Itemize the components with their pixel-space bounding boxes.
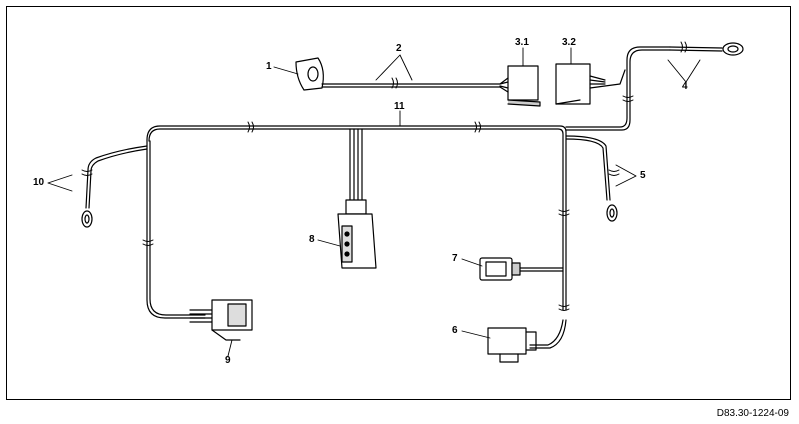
connector-7 bbox=[479, 257, 564, 281]
label-5: 5 bbox=[640, 170, 646, 181]
label-6: 6 bbox=[452, 325, 458, 336]
main-harness-trunk bbox=[146, 46, 671, 319]
label-9: 9 bbox=[225, 355, 231, 366]
connector-8 bbox=[337, 128, 377, 269]
connector-6 bbox=[487, 319, 567, 363]
label-1: 1 bbox=[266, 61, 272, 72]
label-8: 8 bbox=[309, 234, 315, 245]
ring-terminal-4 bbox=[669, 42, 744, 56]
ground-lead-5 bbox=[565, 135, 618, 222]
ground-lead-10 bbox=[81, 145, 148, 228]
label-2: 2 bbox=[396, 43, 402, 54]
label-4: 4 bbox=[682, 81, 688, 92]
component-1-switch bbox=[295, 57, 501, 91]
component-3-1-connector bbox=[499, 65, 541, 107]
label-3-2: 3.2 bbox=[562, 37, 576, 48]
wire-break-marks bbox=[81, 41, 687, 311]
component-3-2-connector bbox=[555, 63, 626, 105]
label-11: 11 bbox=[394, 101, 405, 112]
drawing-reference: D83.30-1224-09 bbox=[716, 408, 789, 419]
connector-9 bbox=[189, 299, 253, 341]
label-3-1: 3.1 bbox=[515, 37, 529, 48]
leader-lines bbox=[47, 47, 701, 357]
diagram-frame bbox=[6, 6, 791, 400]
label-10: 10 bbox=[33, 177, 45, 188]
label-7: 7 bbox=[452, 253, 458, 264]
